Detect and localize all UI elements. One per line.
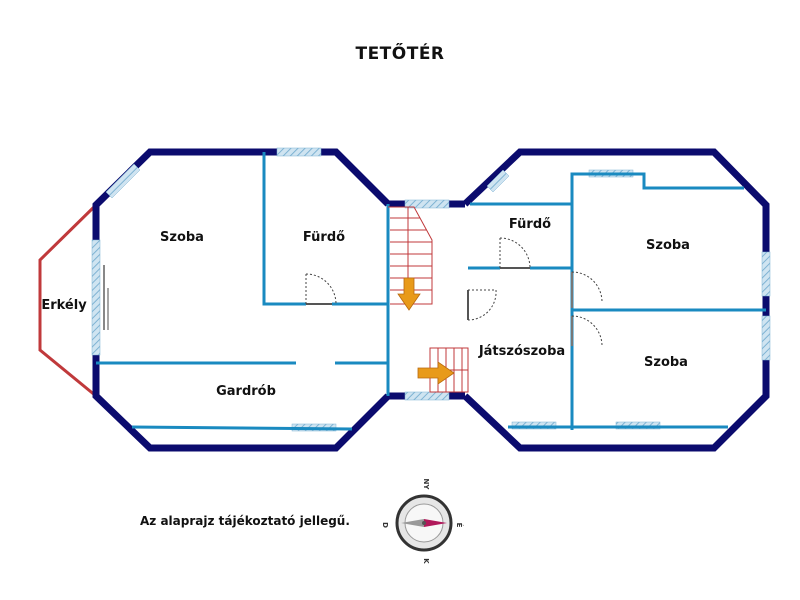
outer-wall-left (92, 148, 391, 452)
disclaimer-note: Az alaprajz tájékoztató jellegű. (140, 514, 350, 528)
room-label-furdo-left: Fürdő (303, 230, 345, 245)
compass-north-label: NY (422, 479, 430, 491)
room-label-jatszoszoba: Játszószoba (478, 344, 565, 359)
room-label-szoba-right-top: Szoba (646, 238, 690, 253)
outer-wall-right (462, 148, 770, 452)
room-label-szoba-left: Szoba (160, 230, 204, 245)
compass-west-label: D (381, 522, 389, 528)
room-label-erkely: Erkély (41, 298, 87, 313)
room-label-furdo-right: Fürdő (509, 217, 551, 232)
compass-east-label: É (455, 523, 464, 528)
balcony-outline (38, 203, 98, 398)
inner-walls (96, 152, 766, 431)
compass-icon (395, 494, 453, 552)
stair-arrow-down-icon (397, 277, 421, 311)
doors (103, 237, 603, 347)
staircase-upper (388, 206, 433, 305)
compass-south-label: K (422, 558, 430, 564)
floor-plan-title: TETŐTÉR (355, 44, 445, 64)
room-label-szoba-right-bottom: Szoba (644, 355, 688, 370)
room-label-gardrob: Gardrób (216, 384, 276, 399)
stair-arrow-right-icon (417, 361, 455, 385)
